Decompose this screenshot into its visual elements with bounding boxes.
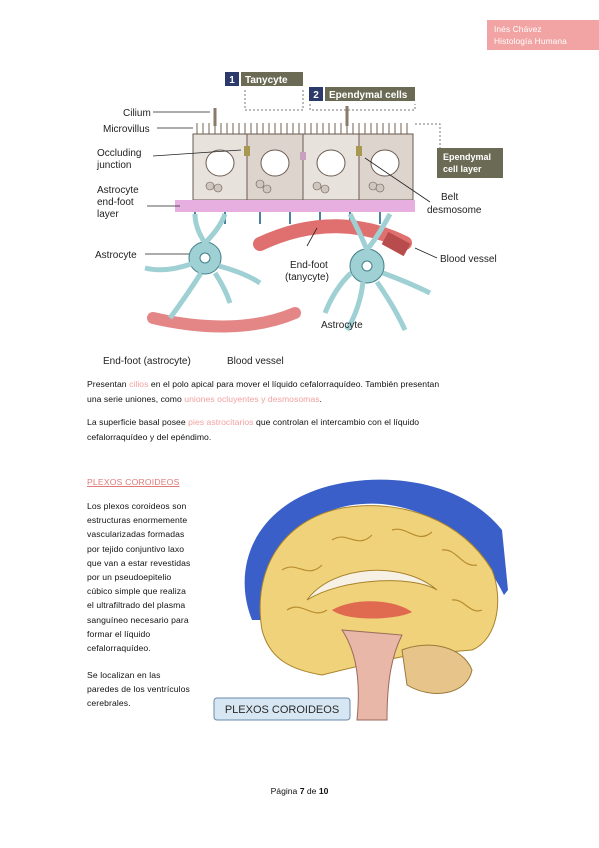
callout-number-1 xyxy=(225,72,239,86)
author-name: Inés Chávez xyxy=(494,24,542,34)
para1-text-3: una serie uniones, como xyxy=(87,394,185,404)
col-line: paredes de los ventrículos xyxy=(87,684,190,695)
label-astro-layer-2: end-foot xyxy=(97,197,134,208)
label-blood-vessel-bottom: Blood vessel xyxy=(227,356,284,367)
label-belt-2: desmosome xyxy=(427,205,482,216)
label-blood-vessel-right: Blood vessel xyxy=(440,254,497,265)
callout-number-2 xyxy=(309,87,323,101)
para1-text-4: . xyxy=(319,394,322,404)
label-endfoot-tanycyte-1: End-foot xyxy=(290,260,328,271)
label-occluding-2: junction xyxy=(96,160,131,171)
cerebrum xyxy=(259,505,499,676)
col-line: Se localizan en las xyxy=(87,670,161,680)
label-astro-layer-1: Astrocyte xyxy=(97,185,139,196)
callout-tanycyte-text: Tanycyte xyxy=(245,75,288,86)
callout-ependymal-text: Ependymal cells xyxy=(329,90,408,101)
ependymal-layer-label-1: Ependymal xyxy=(443,152,491,162)
paragraph-basal: La superficie basal posee pies astrocita… xyxy=(87,415,507,445)
paragraph-cilia: Presentan cilios en el polo apical para … xyxy=(87,377,507,407)
footer-total-pages: 10 xyxy=(318,786,329,796)
col-line: cerebrales. xyxy=(87,698,131,709)
choroid-plexus xyxy=(332,601,412,619)
col-line: cúbico simple que realiza xyxy=(87,586,186,597)
col-line: vascularizadas formadas xyxy=(87,529,185,540)
label-endfoot-astrocyte: End-foot (astrocyte) xyxy=(103,356,191,367)
header-badge: Inés Chávez Histología Humana xyxy=(487,20,599,50)
blood-vessel-lower xyxy=(147,307,301,333)
callout-ependymal xyxy=(325,87,415,101)
keyword-pies-astrocitarios: pies astrocitarios xyxy=(188,417,254,427)
subject-name: Histología Humana xyxy=(494,36,567,46)
footer-page-number: 7 xyxy=(299,786,305,796)
col-line: formar el líquido xyxy=(87,628,151,639)
label-belt-1: Belt xyxy=(441,192,458,203)
ependymal-diagram: 1 Tanycyte 2 Ependymal cells Epen xyxy=(95,72,503,367)
cerebellum xyxy=(401,644,473,694)
callout-2-text: 2 xyxy=(313,90,319,101)
basal-lamina xyxy=(175,200,415,212)
label-occluding-1: Occluding xyxy=(97,148,141,159)
keyword-uniones: uniones ocluyentes y desmosomas xyxy=(184,394,320,404)
column-paragraph-1: Los plexos coroideos son estructuras eno… xyxy=(87,499,212,655)
label-endfoot-tanycyte-2: (tanycyte) xyxy=(285,272,329,283)
footer-prefix: Página xyxy=(270,786,300,796)
label-astrocyte-right: Astrocyte xyxy=(321,320,363,331)
col-line: que van a estar revestidas xyxy=(87,557,191,568)
column-paragraph-2: Se localizan en las paredes de los ventr… xyxy=(87,668,212,711)
col-line: estructuras enormemente xyxy=(87,515,188,526)
keyword-cilios: cilios xyxy=(129,379,149,389)
callout-1-text: 1 xyxy=(229,75,235,86)
para2-text-2: que controlan el intercambio con el líqu… xyxy=(253,417,420,427)
subarachnoid-space xyxy=(244,479,508,620)
footer-of: de xyxy=(304,786,319,796)
para2-text-1: La superficie basal posee xyxy=(87,417,189,427)
col-line: cefalorraquídeo. xyxy=(87,643,151,654)
caption-box xyxy=(213,697,351,721)
col-line: el ultrafiltrado del plasma xyxy=(87,600,186,611)
ependymal-layer-label-2: cell layer xyxy=(443,164,482,174)
section-title: PLEXOS COROIDEOS xyxy=(87,477,180,487)
label-astrocyte-left: Astrocyte xyxy=(95,250,137,261)
para2-text-3: cefalorraquídeo y del epéndimo. xyxy=(87,432,212,442)
brain-sagittal-figure: PLEXOS COROIDEOS xyxy=(213,479,508,721)
figure2-caption: PLEXOS COROIDEOS xyxy=(225,704,339,716)
page-footer: Página 7 de 10 xyxy=(0,786,599,796)
col-line: Los plexos coroideos son xyxy=(87,501,187,511)
para1-text-2: en el polo apical para mover el líquido … xyxy=(148,379,440,389)
label-microvillus: Microvillus xyxy=(103,124,150,135)
col-line: por tejido conjuntivo laxo xyxy=(87,543,185,554)
label-cilium: Cilium xyxy=(123,108,151,119)
callout-tanycyte xyxy=(241,72,303,86)
corpus-callosum xyxy=(306,569,438,601)
label-astro-layer-3: layer xyxy=(97,209,119,220)
brainstem xyxy=(341,629,403,721)
para1-text-1: Presentan xyxy=(87,379,130,389)
col-line: sanguíneo necesario para xyxy=(87,614,189,625)
col-line: por un pseudoepitelio xyxy=(87,572,172,583)
